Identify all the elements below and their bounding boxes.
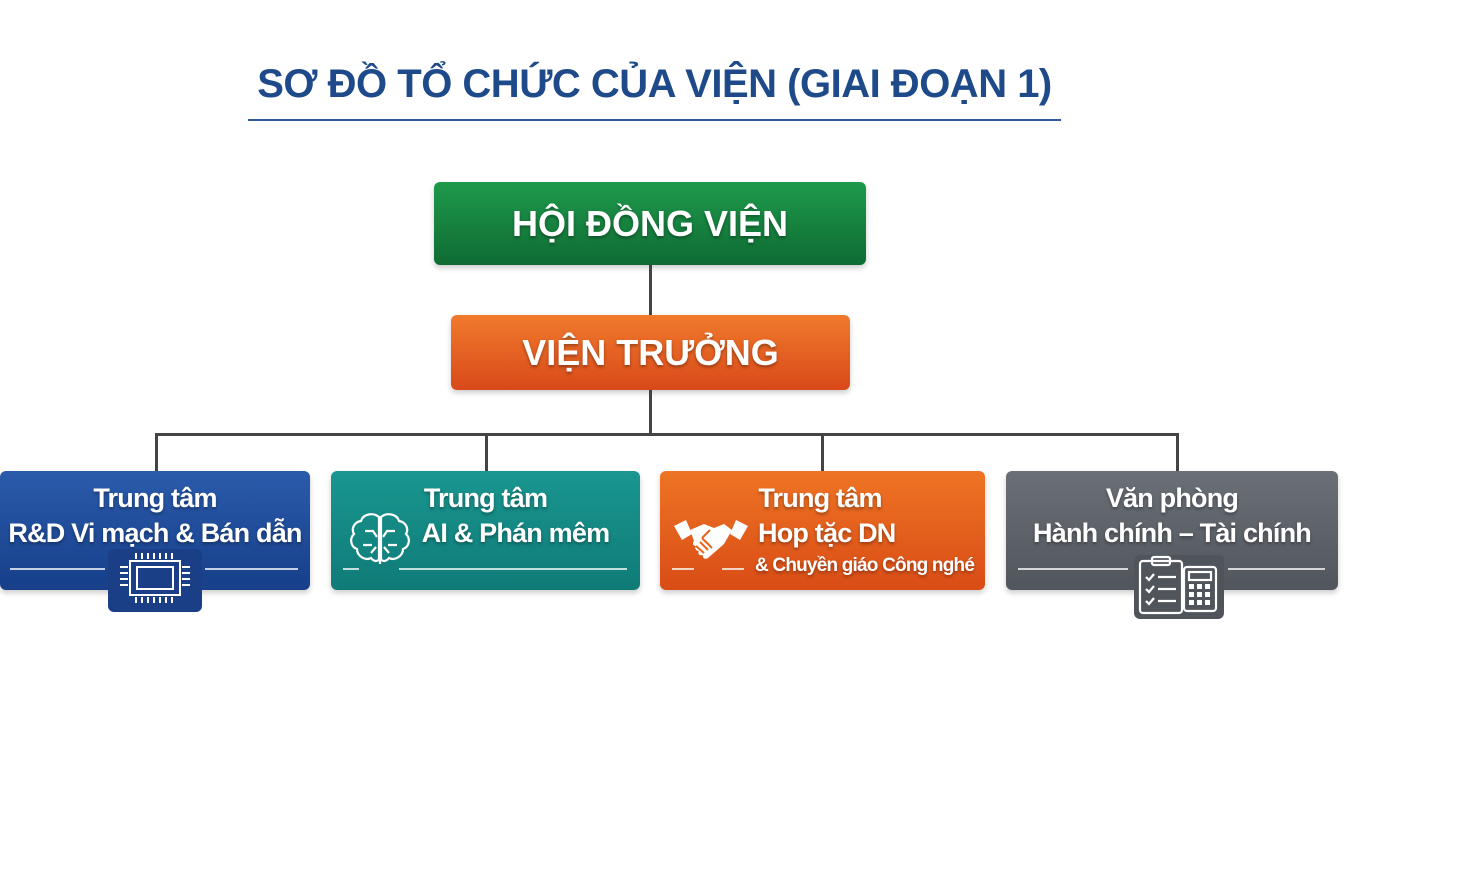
- handshake-icon: [672, 516, 750, 571]
- connector: [649, 265, 652, 315]
- council-label: HỘI ĐỒNG VIỆN: [511, 202, 789, 244]
- unit-line1: Trung tâm: [423, 483, 548, 513]
- connector: [485, 433, 488, 471]
- council-box: HỘI ĐỒNG VIỆN: [434, 182, 866, 265]
- connector-horizontal: [155, 433, 1179, 436]
- connector: [821, 433, 824, 471]
- brain-icon: [347, 511, 413, 574]
- director-box: VIỆN TRƯỞNG: [451, 315, 850, 390]
- unit-line2: Hành chính – Tài chính: [1033, 518, 1312, 548]
- divider: [343, 568, 359, 570]
- unit-ai-software: Trung tâm AI & Phán mêm: [331, 471, 640, 590]
- connector: [1176, 433, 1179, 471]
- unit-business-cooperation: Trung tâm Hop tặc DN & Chuyền giáo Công …: [660, 471, 985, 590]
- chart-title: SƠ ĐỒ TỔ CHỨC CỦA VIỆN (GIAI ĐOẠN 1): [257, 62, 1052, 106]
- connector: [155, 433, 158, 471]
- connector: [649, 390, 652, 435]
- unit-line1: Văn phòng: [1105, 483, 1239, 513]
- unit-line2: R&D Vi mạch & Bán dẫn: [8, 518, 302, 548]
- unit-line2: AI & Phán mêm: [421, 518, 610, 548]
- title-underline: [248, 119, 1061, 121]
- director-label: VIỆN TRƯỞNG: [522, 331, 779, 373]
- divider: [205, 568, 298, 570]
- unit-line1: Trung tâm: [93, 483, 217, 513]
- divider: [1228, 568, 1325, 570]
- divider: [1018, 568, 1128, 570]
- divider: [10, 568, 105, 570]
- unit-rd-chip: Trung tâm R&D Vi mạch & Bán dẫn: [0, 471, 310, 612]
- unit-admin-finance: Văn phòng Hành chính – Tài chính: [1006, 471, 1338, 619]
- divider: [399, 568, 627, 570]
- unit-line3: & Chuyền giáo Công nghé: [755, 555, 975, 576]
- clipboard-calculator-icon: [1134, 555, 1224, 619]
- unit-line1: Trung tâm: [758, 483, 882, 513]
- divider: [722, 568, 744, 570]
- unit-line2: Hop tặc DN: [758, 518, 896, 548]
- divider: [672, 568, 694, 570]
- chip-icon: [108, 549, 202, 612]
